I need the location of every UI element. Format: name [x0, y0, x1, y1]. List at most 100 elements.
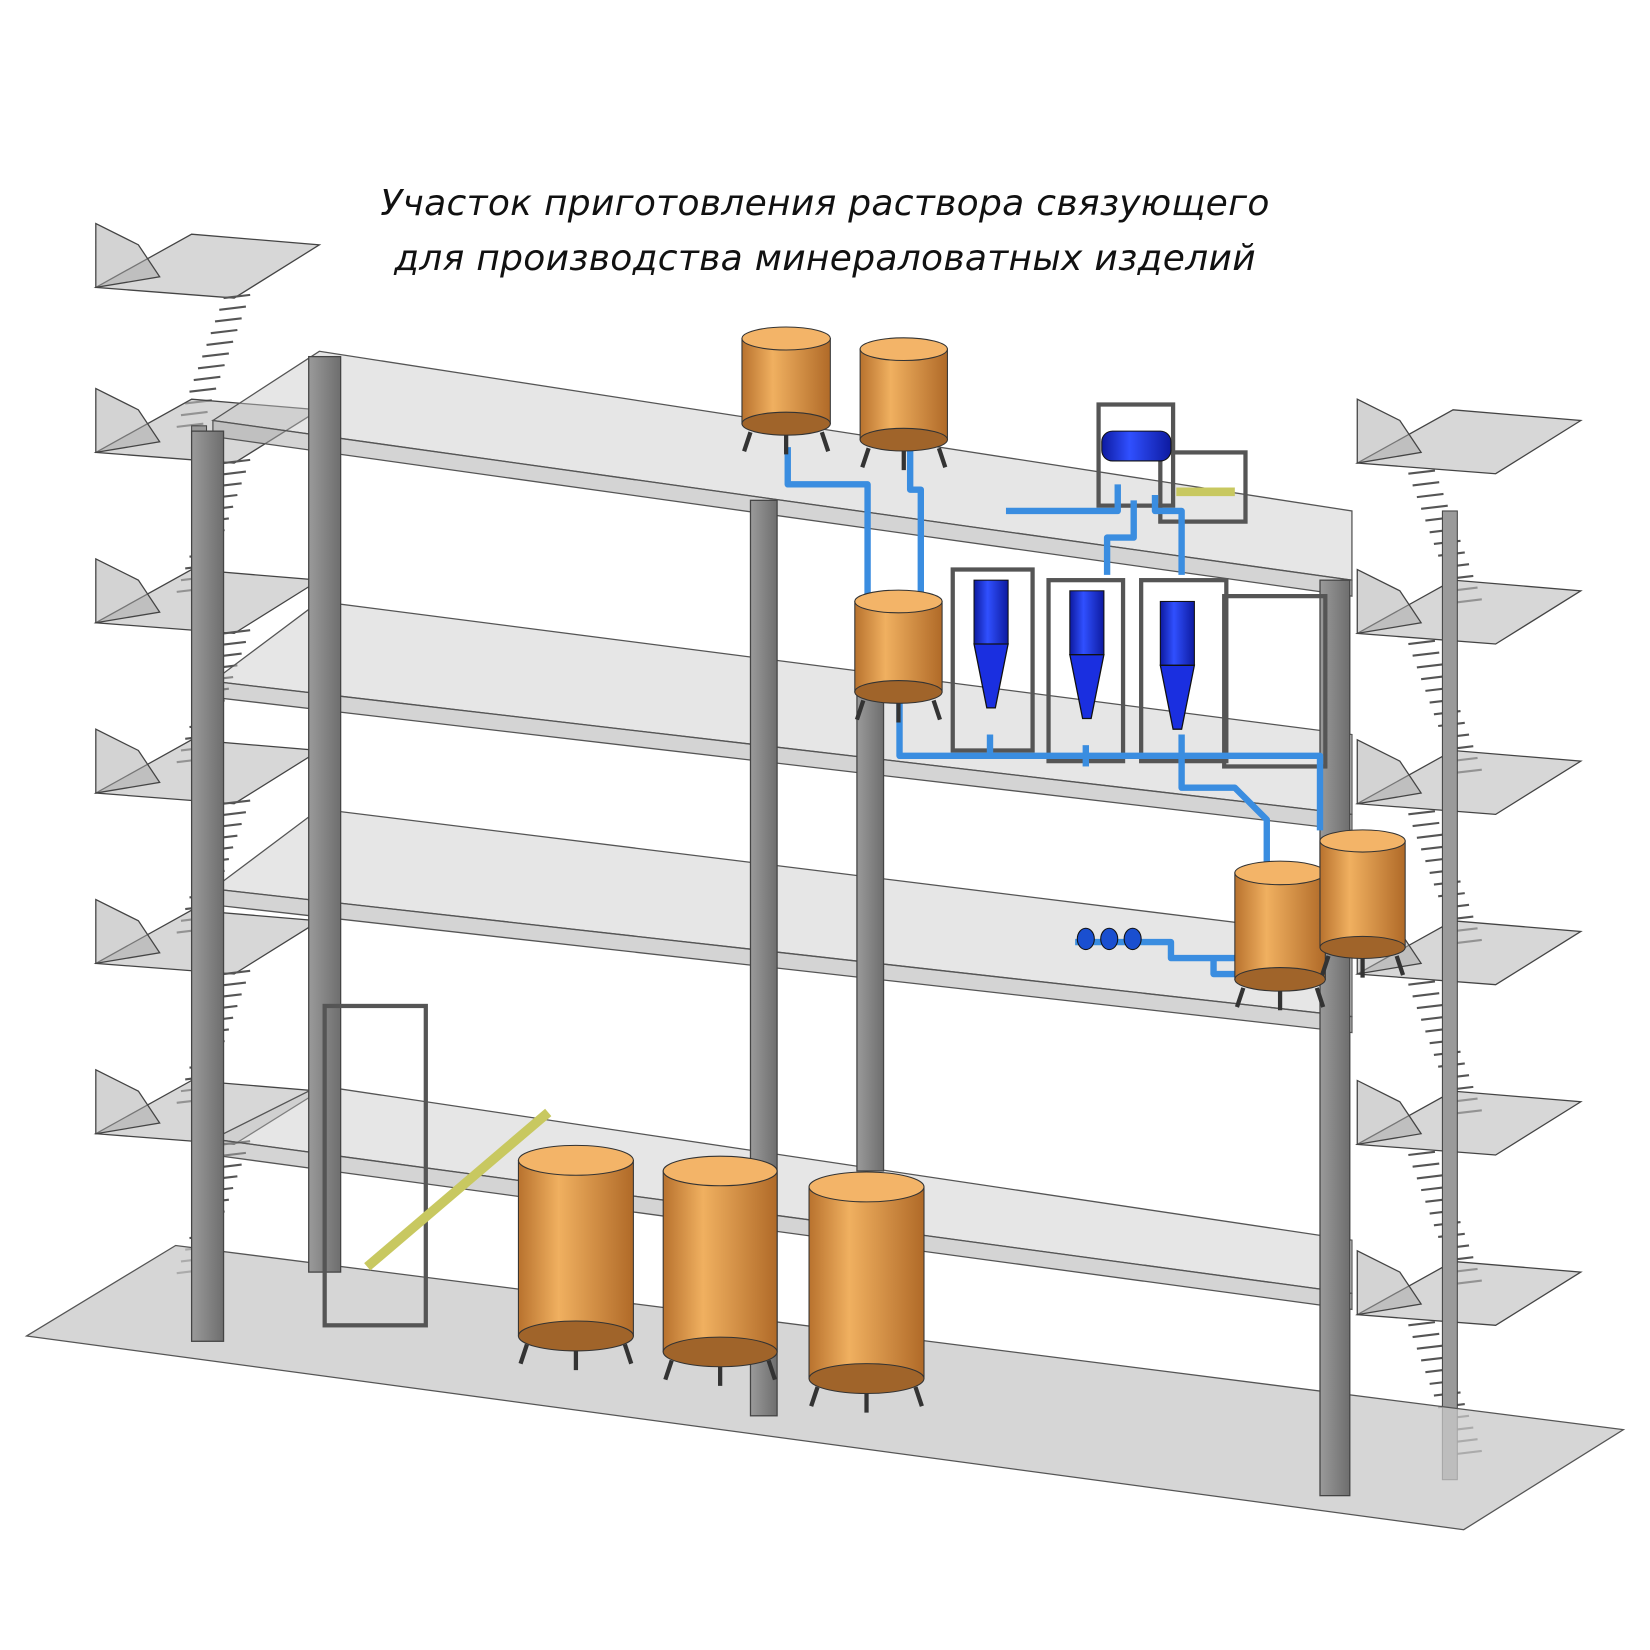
tank-bottom [854, 680, 943, 704]
tank-bottom [1319, 935, 1406, 960]
stair-step [1412, 821, 1440, 828]
dissolver-cone-1 [973, 643, 1009, 709]
tank-shell [808, 1186, 925, 1380]
tank-bottom [517, 1320, 634, 1352]
stair-stringer [1441, 510, 1458, 1481]
stair-step [219, 305, 247, 311]
structural-column [856, 680, 885, 1172]
tank-lid [741, 326, 831, 351]
tank-shell [854, 600, 943, 693]
stair-step [1412, 992, 1440, 998]
tank-legs [1320, 955, 1406, 978]
stair-step [210, 328, 238, 335]
intermediate-tank [854, 589, 943, 723]
title-line-2: для производства минераловатных изделий [394, 238, 1256, 279]
stair-step [1408, 810, 1436, 816]
floor-slab-1 [210, 1085, 1353, 1295]
stair-railing-panel [1356, 568, 1423, 635]
stair-step [189, 387, 217, 393]
blue-vessels [973, 430, 1196, 951]
tank-legs [860, 447, 948, 471]
tank-lid [859, 337, 948, 362]
storage-tank-2 [859, 337, 948, 471]
tank-bottom [859, 427, 948, 452]
pipelines [784, 447, 1324, 978]
stair-step [1416, 492, 1444, 499]
preparation-tank-3 [808, 1171, 925, 1413]
stair-step [1408, 639, 1436, 646]
stair-railing-panel [1356, 738, 1423, 805]
preparation-tank-2 [662, 1155, 778, 1386]
pipe [896, 691, 1324, 831]
stair-railing-panel [95, 1068, 161, 1135]
stair-railing-panel [1356, 398, 1423, 464]
title-line-1: Участок приготовления раствора связующег… [380, 183, 1270, 224]
tank-shell [741, 337, 831, 425]
preparation-tank-1 [517, 1144, 634, 1371]
stair-step [1416, 1003, 1444, 1010]
tank-lid [854, 589, 943, 614]
stair-step [223, 458, 251, 465]
stair-landing [93, 233, 322, 299]
stair-railing-panel [95, 222, 161, 289]
stair-step [223, 629, 251, 635]
tank-bottom [662, 1336, 778, 1368]
stair-step [206, 340, 234, 346]
stair-step [1408, 1150, 1436, 1157]
structural-column [190, 430, 225, 1342]
big-bag-frame [322, 1003, 428, 1328]
storage-tank-1 [741, 326, 831, 455]
tank-shell [859, 348, 948, 441]
stair-railing-panel [95, 728, 161, 794]
service-platform [1222, 594, 1328, 769]
stair-step [197, 364, 225, 370]
tank-legs [663, 1359, 777, 1386]
stair-railing-panel [95, 387, 161, 454]
stair-step [1408, 980, 1436, 986]
dissolver-vessel-2 [1069, 590, 1105, 656]
pump [1123, 927, 1142, 951]
screw-feeder-frame [1158, 450, 1248, 524]
tank-bottom [741, 411, 831, 436]
tank-lid [517, 1144, 634, 1176]
tank-legs [854, 699, 942, 723]
tank-lid [1234, 860, 1326, 886]
stair-railing-panel [1356, 1079, 1423, 1146]
tank-shell [1234, 872, 1326, 980]
tank-shell [662, 1170, 778, 1353]
pipe [906, 447, 924, 597]
stair-step [1416, 663, 1444, 669]
tank-legs [518, 1343, 634, 1371]
screw-conveyor [364, 1108, 552, 1271]
stair-step [1421, 504, 1448, 510]
stair-railing-panel [1356, 1249, 1423, 1316]
tanks [517, 326, 1406, 1413]
stair-step [223, 293, 251, 300]
tank-bottom [1234, 967, 1326, 992]
mixing-tank-1 [1234, 860, 1326, 1011]
pipe [1178, 734, 1270, 863]
stair-step [214, 317, 242, 323]
dissolver-vessel-3 [1159, 600, 1195, 666]
stair-railing-panel [95, 898, 161, 965]
stair-step [1416, 833, 1444, 839]
dissolver-cone-2 [1069, 654, 1105, 720]
stair-landing [1355, 409, 1583, 475]
dissolver-cone-3 [1159, 664, 1196, 730]
tank-legs [1234, 987, 1326, 1011]
mixing-tank-2 [1319, 829, 1406, 978]
tank-legs [742, 431, 831, 455]
stair-step [1408, 469, 1436, 475]
pipe [1075, 938, 1241, 962]
pipe [1151, 495, 1185, 575]
stair-step [1416, 1174, 1444, 1180]
tank-legs [809, 1386, 924, 1413]
tank-shell [1319, 840, 1406, 948]
dissolver-vessel-1 [973, 579, 1009, 645]
stair-step [193, 375, 221, 382]
heat-exchanger [1101, 430, 1172, 462]
stair-step [1416, 1344, 1444, 1350]
pump [1100, 927, 1119, 951]
